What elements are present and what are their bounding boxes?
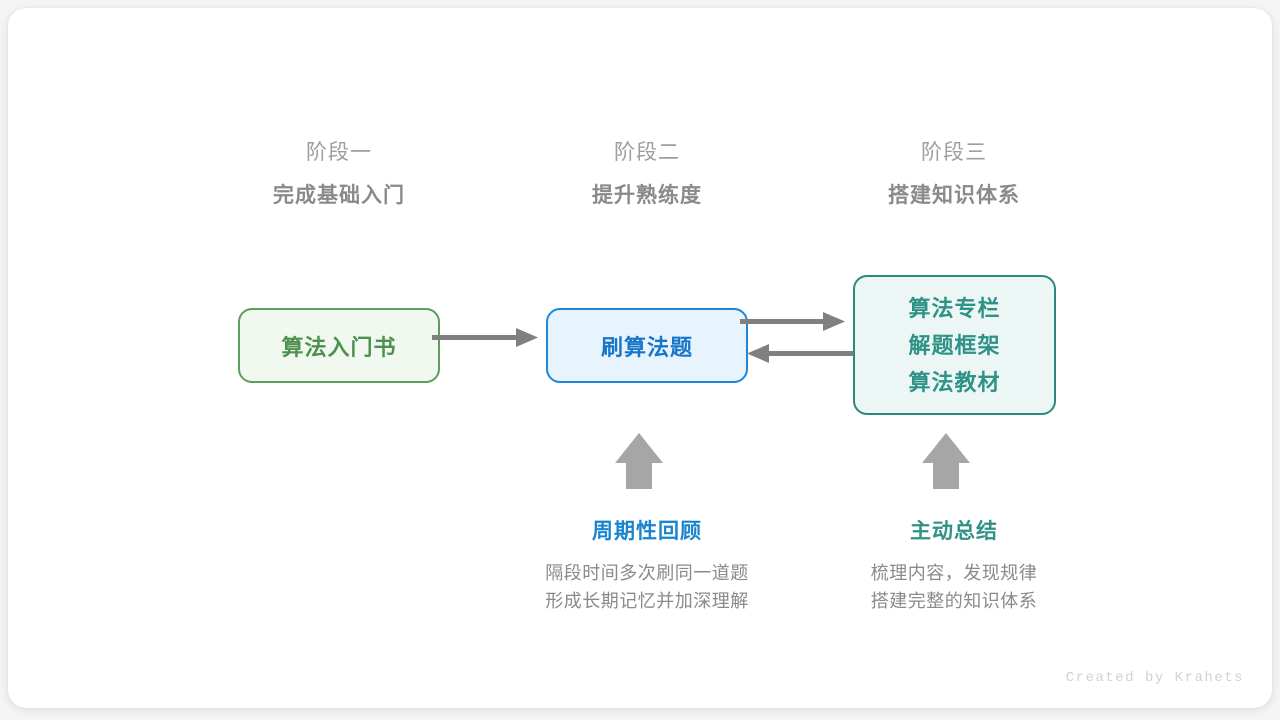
stage-title-2: 提升熟练度: [592, 184, 702, 207]
note-review-title: 周期性回顾: [592, 520, 702, 543]
note-summary-body-line-2: 搭建完整的知识体系: [870, 591, 1038, 611]
stage-header-1: 阶段一 完成基础入门: [209, 138, 469, 212]
arrow-practice-to-resources-icon: [740, 312, 845, 331]
stage-title-1: 完成基础入门: [273, 184, 405, 207]
arrow-book-to-practice-icon: [432, 328, 538, 347]
stage-index-1: 阶段一: [306, 141, 372, 164]
node-resources-line-1: 算法专栏: [908, 295, 1001, 321]
stage-header-3: 阶段三 搭建知识体系: [824, 138, 1084, 212]
node-book-line-1: 算法入门书: [281, 334, 397, 360]
diagram-card: 阶段一 完成基础入门 阶段二 提升熟练度 阶段三 搭建知识体系 算法入门书 刷算…: [8, 8, 1272, 708]
note-summary-body: 梳理内容，发现规律 搭建完整的知识体系: [804, 559, 1104, 615]
arrow-summary-up-icon: [922, 433, 970, 489]
note-summary-title: 主动总结: [910, 520, 998, 543]
node-practice-problems[interactable]: 刷算法题: [546, 308, 748, 383]
note-periodic-review: 周期性回顾 隔段时间多次刷同一道题 形成长期记忆并加深理解: [497, 517, 797, 615]
note-active-summary: 主动总结 梳理内容，发现规律 搭建完整的知识体系: [804, 517, 1104, 615]
note-summary-body-line-1: 梳理内容，发现规律: [870, 563, 1038, 583]
note-review-body: 隔段时间多次刷同一道题 形成长期记忆并加深理解: [497, 559, 797, 615]
stage-index-3: 阶段三: [921, 141, 987, 164]
footer-credit: Created by Krahets: [1065, 670, 1244, 686]
stage-title-3: 搭建知识体系: [888, 184, 1020, 207]
node-resources-line-3: 算法教材: [908, 369, 1001, 395]
note-review-body-line-2: 形成长期记忆并加深理解: [545, 591, 749, 611]
note-review-body-line-1: 隔段时间多次刷同一道题: [545, 563, 749, 583]
arrow-resources-to-practice-icon: [747, 344, 853, 363]
stage-header-2: 阶段二 提升熟练度: [517, 138, 777, 212]
node-knowledge-resources[interactable]: 算法专栏 解题框架 算法教材: [853, 275, 1056, 415]
stage-index-2: 阶段二: [614, 141, 680, 164]
node-practice-line-1: 刷算法题: [600, 334, 693, 360]
node-resources-line-2: 解题框架: [908, 332, 1001, 358]
arrow-review-up-icon: [615, 433, 663, 489]
node-algorithm-intro-book[interactable]: 算法入门书: [238, 308, 440, 383]
